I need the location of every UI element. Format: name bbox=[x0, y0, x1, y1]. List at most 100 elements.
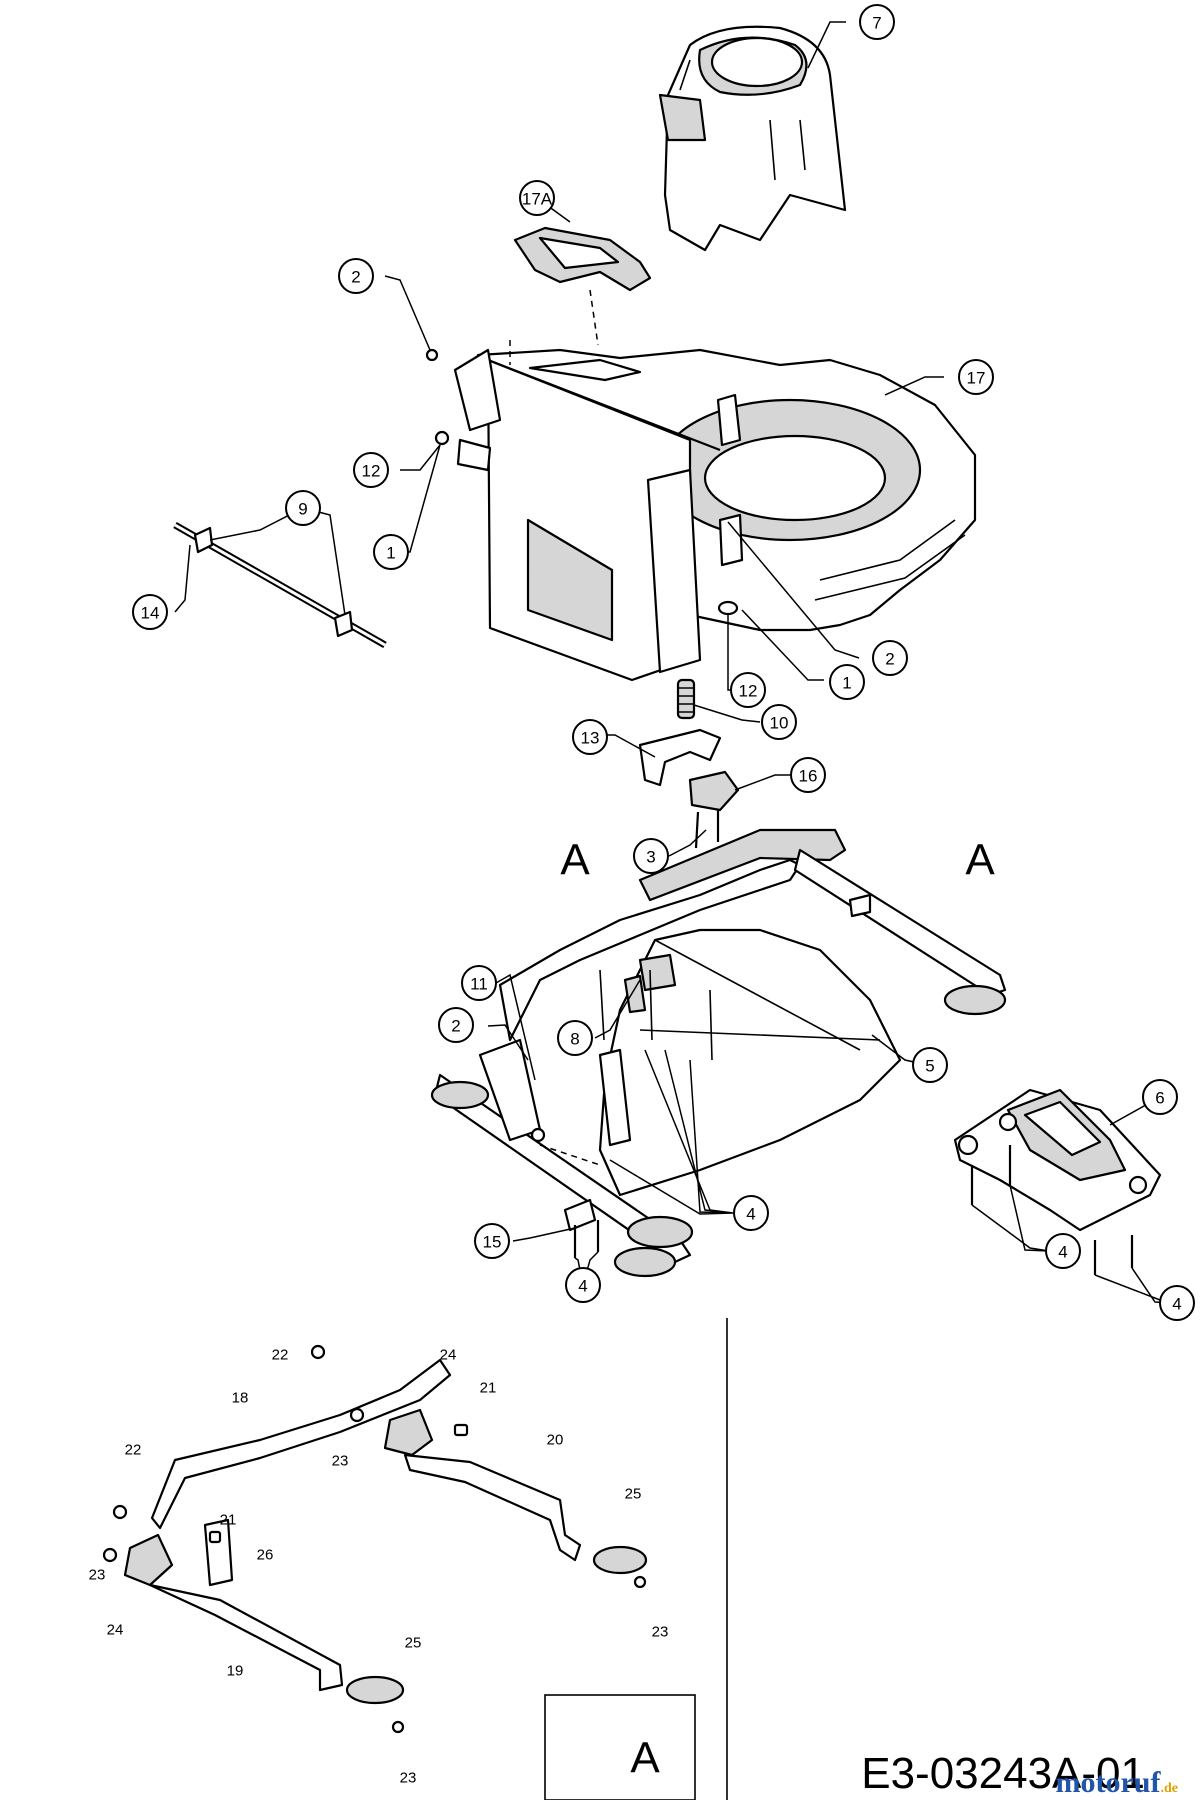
detail-label-10: 21 bbox=[220, 1512, 237, 1529]
callout-number: 3 bbox=[646, 848, 655, 867]
callout-21: 4 bbox=[733, 1195, 769, 1231]
callout-2: 17A bbox=[519, 180, 555, 216]
callout-circle bbox=[633, 838, 669, 874]
callout-circle bbox=[353, 452, 389, 488]
callout-number: 15 bbox=[483, 1233, 502, 1252]
callout-circle bbox=[572, 719, 608, 755]
callout-circle bbox=[285, 490, 321, 526]
callout-circle bbox=[790, 757, 826, 793]
detail-label-4: 21 bbox=[480, 1380, 497, 1397]
callout-25: 4 bbox=[1159, 1285, 1195, 1321]
callout-number: 9 bbox=[298, 500, 307, 519]
callout-18: 8 bbox=[557, 1020, 593, 1056]
rear-flap-chute bbox=[453, 340, 721, 682]
callout-circle bbox=[1142, 1079, 1178, 1115]
detail-label-7: 22 bbox=[125, 1442, 142, 1459]
callout-number: 4 bbox=[578, 1277, 587, 1296]
callout-circle bbox=[1159, 1285, 1195, 1321]
callout-number: 1 bbox=[386, 544, 395, 563]
callout-circle bbox=[438, 1007, 474, 1043]
callout-22: 15 bbox=[474, 1223, 510, 1259]
callout-circle bbox=[557, 1020, 593, 1056]
callout-14: 16 bbox=[790, 757, 826, 793]
callout-circle bbox=[829, 664, 865, 700]
callout-16: 11 bbox=[461, 965, 497, 1001]
height-adjust-assembly bbox=[430, 828, 1007, 1278]
callout-19: 5 bbox=[912, 1047, 948, 1083]
detail-label-13: 23 bbox=[652, 1624, 669, 1641]
detail-label-1: 22 bbox=[272, 1347, 289, 1364]
callout-number: 4 bbox=[1058, 1243, 1067, 1262]
callout-circle bbox=[958, 359, 994, 395]
rear-axle-rod-part-14 bbox=[173, 521, 387, 649]
callout-12: 10 bbox=[761, 704, 797, 740]
callout-23: 4 bbox=[565, 1267, 601, 1303]
callout-number: 5 bbox=[925, 1057, 934, 1076]
hardware-small bbox=[425, 348, 744, 720]
callout-number: 12 bbox=[362, 462, 381, 481]
section-mark-a-left: A bbox=[560, 836, 590, 885]
callout-number: 10 bbox=[770, 714, 789, 733]
detail-view-frame bbox=[544, 1318, 728, 1800]
callout-circle bbox=[912, 1047, 948, 1083]
detail-label-5: 23 bbox=[332, 1453, 349, 1470]
detail-box-label: A bbox=[630, 1734, 660, 1783]
detail-label-2: 24 bbox=[440, 1347, 457, 1364]
callout-15: 3 bbox=[633, 838, 669, 874]
callout-number: 7 bbox=[872, 14, 881, 33]
engine-cover-part-7 bbox=[658, 25, 847, 252]
callout-number: 2 bbox=[451, 1017, 460, 1036]
callout-number: 4 bbox=[1172, 1295, 1181, 1314]
callout-number: 13 bbox=[581, 729, 600, 748]
callout-circle bbox=[338, 258, 374, 294]
callout-5: 12 bbox=[353, 452, 389, 488]
callout-number: 8 bbox=[570, 1030, 579, 1049]
detail-label-9: 23 bbox=[89, 1567, 106, 1584]
handle-bracket-part-17a bbox=[513, 226, 652, 346]
callout-13: 13 bbox=[572, 719, 608, 755]
callout-number: 17 bbox=[967, 369, 986, 388]
detail-label-12: 24 bbox=[107, 1622, 124, 1639]
callout-circle bbox=[733, 1195, 769, 1231]
callout-number: 16 bbox=[799, 767, 818, 786]
callout-1: 7 bbox=[859, 4, 895, 40]
detail-label-8: 25 bbox=[625, 1486, 642, 1503]
callout-number: 2 bbox=[351, 268, 360, 287]
callout-number: 14 bbox=[141, 604, 160, 623]
callout-circle bbox=[872, 640, 908, 676]
detail-a-parts bbox=[102, 1344, 648, 1734]
callout-circle bbox=[474, 1223, 510, 1259]
detail-label-6: 20 bbox=[547, 1432, 564, 1449]
watermark-text: motoruf.de bbox=[1056, 1766, 1178, 1799]
detail-label-11: 26 bbox=[257, 1547, 274, 1564]
callout-circle bbox=[461, 965, 497, 1001]
callout-20: 6 bbox=[1142, 1079, 1178, 1115]
detail-label-16: 23 bbox=[400, 1770, 417, 1787]
latch-hardware bbox=[638, 728, 740, 849]
callout-number: 2 bbox=[885, 650, 894, 669]
front-bracket-part-6 bbox=[953, 1088, 1162, 1275]
callout-number: 4 bbox=[746, 1205, 755, 1224]
callout-24: 4 bbox=[1045, 1233, 1081, 1269]
callout-7: 9 bbox=[285, 490, 321, 526]
callout-10: 1 bbox=[829, 664, 865, 700]
callout-circle bbox=[132, 594, 168, 630]
callout-circle bbox=[761, 704, 797, 740]
callout-9: 2 bbox=[872, 640, 908, 676]
detail-label-15: 25 bbox=[405, 1635, 422, 1652]
callout-number: 17A bbox=[522, 190, 553, 209]
callout-circle bbox=[565, 1267, 601, 1303]
callout-number: 11 bbox=[470, 975, 488, 994]
callout-3: 2 bbox=[338, 258, 374, 294]
watermark-logo: motoruf.de bbox=[1056, 1766, 1178, 1799]
watermark-suffix: .de bbox=[1161, 1781, 1179, 1796]
callout-11: 12 bbox=[730, 672, 766, 708]
callout-number: 12 bbox=[739, 682, 758, 701]
callout-circle bbox=[859, 4, 895, 40]
drawing-code: E3-03243A-01 bbox=[861, 1749, 1145, 1798]
callout-number: 1 bbox=[842, 674, 851, 693]
section-mark-a-right: A bbox=[965, 836, 995, 885]
detail-label-14: 19 bbox=[227, 1663, 244, 1680]
